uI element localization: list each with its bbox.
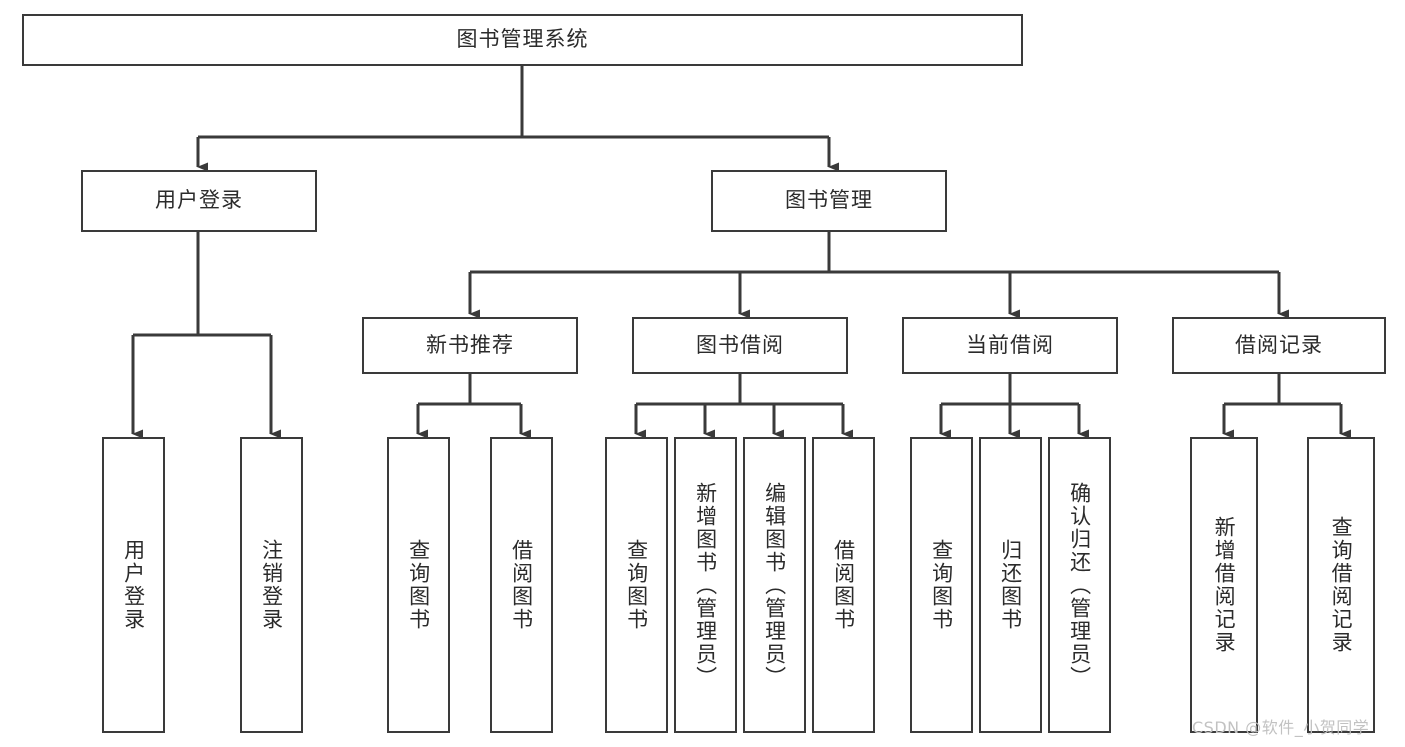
leaf-logout-login[interactable]: 注销登录	[240, 437, 303, 733]
node-root-label: 图书管理系统	[456, 27, 589, 52]
node-borrow-record[interactable]: 借阅记录	[1172, 317, 1386, 374]
leaf-query-record[interactable]: 查询借阅记录	[1307, 437, 1375, 733]
leaf-confirm-return[interactable]: 确认归还（管理员）	[1048, 437, 1111, 733]
leaf-query-record-label: 查询借阅记录	[1329, 516, 1354, 654]
leaf-confirm-return-label: 确认归还（管理员）	[1067, 481, 1092, 689]
leaf-logout-login-label: 注销登录	[259, 539, 284, 631]
leaf-return-book-label: 归还图书	[998, 539, 1023, 631]
leaf-edit-book[interactable]: 编辑图书（管理员）	[743, 437, 806, 733]
leaf-borrow-book-2-label: 借阅图书	[831, 539, 856, 631]
node-current-borrow-label: 当前借阅	[966, 332, 1054, 357]
node-user-login[interactable]: 用户登录	[81, 170, 317, 232]
leaf-add-record[interactable]: 新增借阅记录	[1190, 437, 1258, 733]
leaf-borrow-book-1-label: 借阅图书	[509, 539, 534, 631]
node-book-borrow-label: 图书借阅	[696, 332, 784, 357]
leaf-query-book-1-label: 查询图书	[406, 539, 431, 631]
leaf-query-book-3-label: 查询图书	[929, 539, 954, 631]
leaf-return-book[interactable]: 归还图书	[979, 437, 1042, 733]
leaf-user-login-label: 用户登录	[121, 539, 146, 631]
node-book-management[interactable]: 图书管理	[711, 170, 947, 232]
node-book-management-label: 图书管理	[785, 188, 873, 213]
leaf-query-book-2[interactable]: 查询图书	[605, 437, 668, 733]
leaf-add-book[interactable]: 新增图书（管理员）	[674, 437, 737, 733]
leaf-query-book-3[interactable]: 查询图书	[910, 437, 973, 733]
leaf-add-book-label: 新增图书（管理员）	[693, 481, 718, 689]
leaf-edit-book-label: 编辑图书（管理员）	[762, 481, 787, 689]
node-new-book-recommend-label: 新书推荐	[426, 332, 514, 357]
node-borrow-record-label: 借阅记录	[1235, 332, 1323, 357]
csdn-watermark: CSDN @软件_小贺同学	[1192, 718, 1370, 737]
leaf-add-record-label: 新增借阅记录	[1212, 516, 1237, 654]
leaf-borrow-book-1[interactable]: 借阅图书	[490, 437, 553, 733]
node-current-borrow[interactable]: 当前借阅	[902, 317, 1118, 374]
node-root[interactable]: 图书管理系统	[22, 14, 1023, 66]
node-book-borrow[interactable]: 图书借阅	[632, 317, 848, 374]
node-new-book-recommend[interactable]: 新书推荐	[362, 317, 578, 374]
leaf-user-login[interactable]: 用户登录	[102, 437, 165, 733]
leaf-query-book-1[interactable]: 查询图书	[387, 437, 450, 733]
node-user-login-label: 用户登录	[155, 188, 243, 213]
leaf-borrow-book-2[interactable]: 借阅图书	[812, 437, 875, 733]
leaf-query-book-2-label: 查询图书	[624, 539, 649, 631]
